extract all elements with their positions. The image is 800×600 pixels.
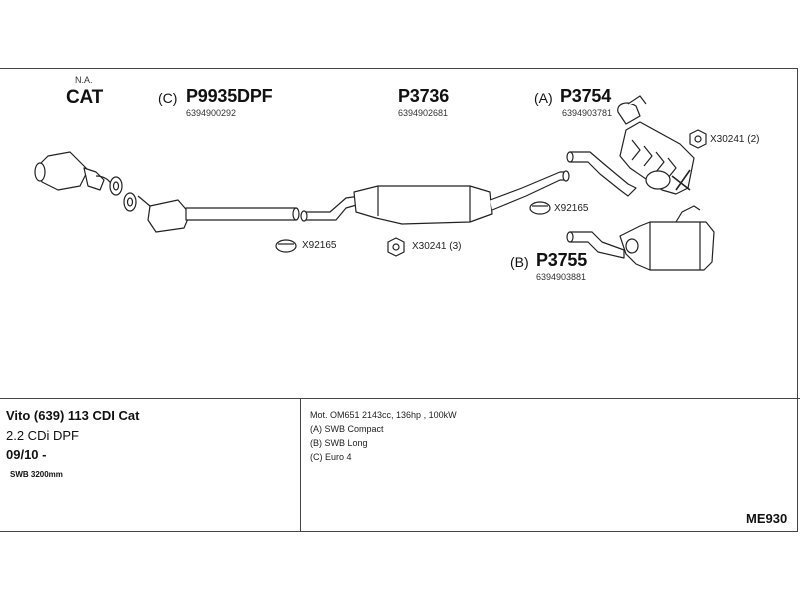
note-a: (A) SWB Compact <box>310 424 384 434</box>
note-motor: Mot. OM651 2143cc, 136hp , 100kW <box>310 410 457 420</box>
rear-silencer-b-part <box>566 205 715 271</box>
p3755-prefix: (B) <box>510 254 529 270</box>
vehicle-engine: 2.2 CDi DPF <box>6 428 79 443</box>
p3754-number: 6394903781 <box>562 108 613 118</box>
x92165-right-label: X92165 <box>554 203 589 214</box>
clamp-icon <box>275 239 297 253</box>
p3754-prefix: (A) <box>534 90 553 106</box>
catalytic-converter-part <box>34 151 113 191</box>
cat-label: CAT <box>66 87 104 108</box>
diagram-frame <box>0 68 798 532</box>
nut-icon <box>689 129 707 149</box>
vehicle-model: Vito (639) 113 CDI Cat <box>6 408 140 423</box>
p3755-number: 6394903881 <box>536 272 587 282</box>
info-column-divider <box>300 398 301 532</box>
gasket-part <box>109 176 137 212</box>
clamp-icon <box>529 201 551 215</box>
p9935dpf-code: P9935DPF <box>186 86 273 106</box>
rear-silencer-a-part <box>566 95 695 197</box>
p9935dpf-prefix: (C) <box>158 90 178 106</box>
x30241-center-label: X30241 (3) <box>412 241 462 252</box>
nut-icon <box>387 237 405 257</box>
note-b: (B) SWB Long <box>310 438 368 448</box>
x30241-right-label: X30241 (2) <box>710 134 760 145</box>
dpf-part <box>137 195 300 233</box>
p9935dpf-number: 6394900292 <box>186 108 237 118</box>
p3736-code: P3736 <box>398 86 450 106</box>
center-silencer-part <box>300 170 570 225</box>
p3755-code: P3755 <box>536 250 588 270</box>
diagram-code: ME930 <box>746 511 788 526</box>
x92165-left-label: X92165 <box>302 240 337 251</box>
vehicle-date: 09/10 - <box>6 447 47 462</box>
info-divider <box>0 398 800 399</box>
note-c: (C) Euro 4 <box>310 452 352 462</box>
vehicle-wheelbase: SWB 3200mm <box>10 470 63 479</box>
p3754-code: P3754 <box>560 86 612 106</box>
p3736-number: 6394902681 <box>398 108 449 118</box>
cat-note: N.A. <box>75 75 93 85</box>
